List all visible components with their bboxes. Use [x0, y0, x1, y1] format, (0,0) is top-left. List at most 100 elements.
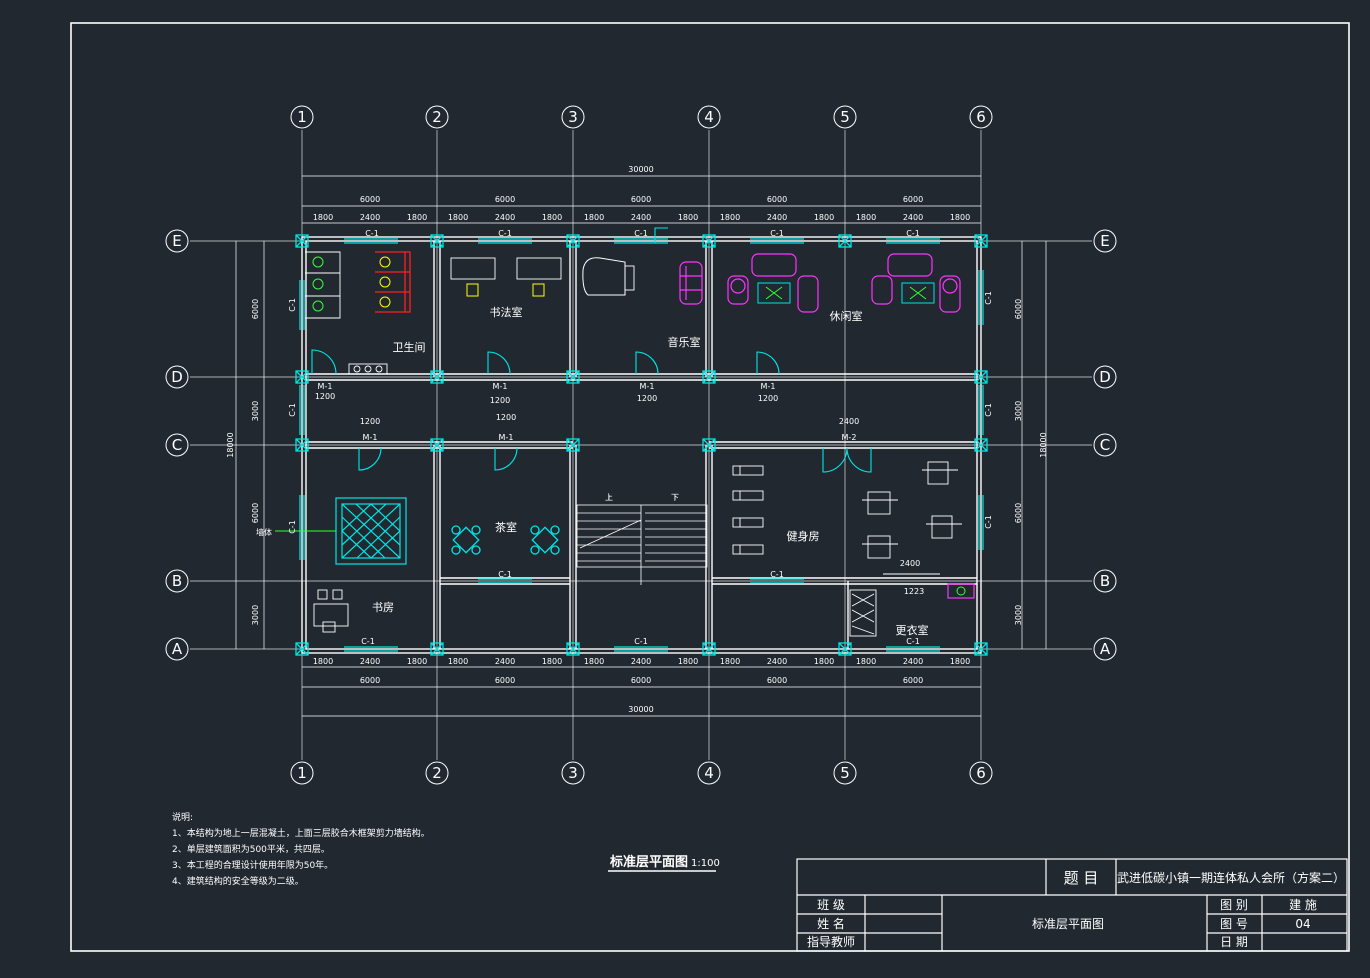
dim-sub: 2400 [631, 213, 651, 222]
column [974, 438, 988, 452]
column [838, 234, 852, 248]
dim-sub: 1800 [313, 657, 333, 666]
axis-bubble: C [1093, 433, 1117, 457]
dim-bay: 6000 [767, 676, 787, 685]
axis-bubble: A [165, 637, 189, 661]
dim-total-top: 30000 [628, 165, 653, 174]
axis-bubble: 3 [561, 761, 585, 785]
svg-text:B: B [172, 572, 182, 590]
svg-text:D: D [171, 368, 183, 386]
title-drawing-name: 标准层平面图 [1032, 917, 1104, 931]
drawing-frame [70, 22, 1350, 952]
room-labels: 卫生间 书法室 音乐室 休闲室 茶室 书房 健身房 更衣室 [372, 305, 929, 637]
room-label-study: 书房 [372, 601, 394, 614]
axis-bubble: C [165, 433, 189, 457]
structural-columns [295, 234, 988, 656]
svg-text:B: B [1100, 572, 1110, 590]
window-tag: C-1 [984, 515, 993, 529]
svg-text:5: 5 [840, 108, 850, 126]
axis-bubble: D [165, 365, 189, 389]
window-tag: C-1 [984, 403, 993, 417]
dim-sub: 1800 [814, 657, 834, 666]
title-name-label: 姓 名 [817, 916, 845, 931]
dims-left: 18000 6000 3000 6000 3000 [226, 299, 260, 625]
window-tag: C-1 [770, 229, 784, 238]
title-category-label: 图 别 [1220, 898, 1248, 912]
dim-bay: 6000 [767, 195, 787, 204]
svg-text:2: 2 [432, 764, 442, 782]
svg-text:E: E [1100, 232, 1109, 250]
dim-sub: 2400 [360, 213, 380, 222]
door-tag: M-1 [640, 382, 655, 391]
svg-text:2: 2 [432, 108, 442, 126]
dim-sub: 1800 [407, 657, 427, 666]
doors [311, 227, 872, 473]
svg-text:4: 4 [704, 764, 714, 782]
window-tag: C-1 [984, 291, 993, 305]
axis-bubble: 1 [290, 105, 314, 129]
dim-bay: 6000 [903, 195, 923, 204]
dim-right: 6000 [1014, 503, 1023, 523]
window-tag: C-1 [770, 570, 784, 579]
svg-text:A: A [172, 640, 183, 658]
title-subject-label: 题 目 [1064, 869, 1099, 887]
dim-total-bottom: 30000 [628, 705, 653, 714]
dim-left: 3000 [251, 401, 260, 421]
dim-left: 6000 [251, 299, 260, 319]
room-label-music: 音乐室 [668, 335, 701, 349]
axis-bubble: 4 [697, 761, 721, 785]
title-block: 题 目 武进低碳小镇一期连体私人会所（方案二） 班 级 姓 名 指导教师 标准层… [796, 858, 1348, 952]
dim-door: 1200 [360, 417, 380, 426]
dim-bay: 6000 [360, 195, 380, 204]
dim-right: 3000 [1014, 401, 1023, 421]
dim-sub: 2400 [767, 213, 787, 222]
axis-bubbles-right: E D C B A [1093, 229, 1117, 661]
dim-door: 1200 [490, 396, 510, 405]
door-tag: M-1 [318, 382, 333, 391]
dim-left: 3000 [251, 605, 260, 625]
column [974, 642, 988, 656]
dim-sub: 1800 [448, 657, 468, 666]
column [430, 234, 444, 248]
dim-bay: 6000 [903, 676, 923, 685]
svg-text:A: A [1100, 640, 1111, 658]
svg-text:6: 6 [976, 108, 986, 126]
dim-sub: 2400 [767, 657, 787, 666]
window-tag: C-1 [361, 637, 375, 646]
dim-sub: 1800 [720, 213, 740, 222]
dim-sub: 1800 [584, 657, 604, 666]
axis-bubbles-left: E D C B A [165, 229, 189, 661]
dims-right: 18000 6000 3000 6000 3000 [1014, 299, 1048, 625]
axis-bubbles-top: 1 2 3 4 5 6 [290, 105, 993, 129]
window-tag: C-1 [288, 298, 297, 312]
column [702, 642, 716, 656]
dim-door: 1200 [637, 394, 657, 403]
room-label-gym: 健身房 [787, 529, 820, 543]
room-label-calligraphy: 书法室 [490, 305, 523, 319]
door-tag: M-2 [842, 433, 857, 442]
window-tag: C-1 [498, 229, 512, 238]
axis-bubble: A [1093, 637, 1117, 661]
svg-text:3: 3 [568, 108, 578, 126]
dim-left: 6000 [251, 503, 260, 523]
svg-text:4: 4 [704, 108, 714, 126]
dim-sub: 1800 [407, 213, 427, 222]
dim-right: 6000 [1014, 299, 1023, 319]
dim-sub: 1800 [584, 213, 604, 222]
music-room-furniture [582, 257, 703, 305]
leisure-sofa-sets [727, 253, 961, 313]
svg-text:C: C [172, 436, 182, 454]
window-tag: C-1 [365, 229, 379, 238]
drawing-caption: 标准层平面图 1:100 [608, 854, 720, 872]
axis-bubble: 2 [425, 105, 449, 129]
exterior-label: 墙体 [256, 527, 272, 537]
dim-bay: 6000 [495, 676, 515, 685]
opening-tags: M-1 M-1 M-1 M-1 M-1 M-1 M-2 C-1 C-1 C-1 … [256, 229, 993, 646]
dim-sub: 1800 [678, 213, 698, 222]
svg-text:5: 5 [840, 764, 850, 782]
window-tag: C-1 [498, 570, 512, 579]
dimension-lines [235, 175, 1047, 717]
column [430, 438, 444, 452]
dim-sub: 2400 [495, 657, 515, 666]
